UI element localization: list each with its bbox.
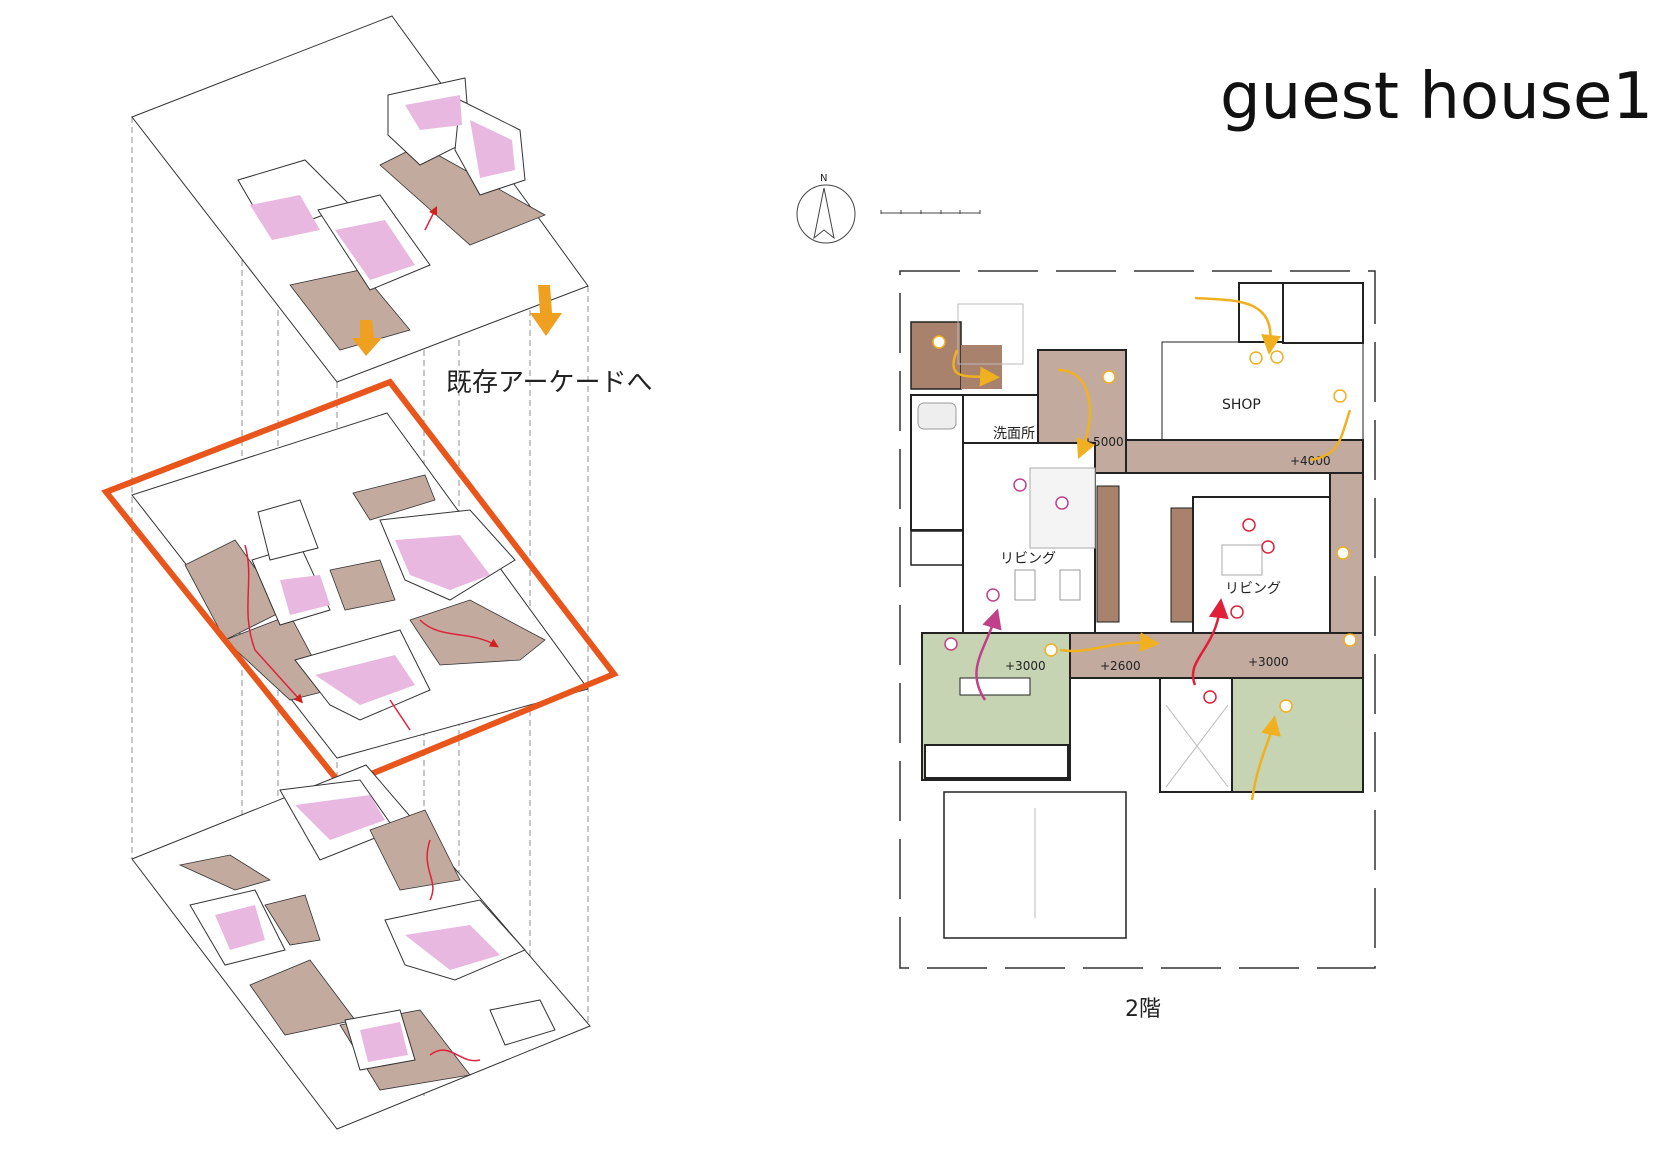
garden-right xyxy=(1231,677,1364,793)
person-icon xyxy=(1203,518,1275,704)
room-label-shop: SHOP xyxy=(1222,397,1261,413)
circulation-arrows xyxy=(952,296,1352,801)
scale-bar xyxy=(880,210,981,214)
orange-arrow-icon xyxy=(352,285,562,356)
level-corridor-right: +3000 xyxy=(1248,655,1289,669)
arcade-annotation: 既存アーケードへ xyxy=(446,368,652,398)
axo-layer-3f xyxy=(131,15,589,383)
corridor-south xyxy=(1069,632,1364,679)
room-label-living-left: リビング xyxy=(1000,551,1056,567)
axonometric-diagram: 既存アーケードへ xyxy=(101,15,652,1130)
wood-strip xyxy=(1096,485,1120,623)
page-title: guest house1 xyxy=(1220,60,1653,134)
floor-label: 2階 xyxy=(1125,997,1161,1022)
level-corridor-mid: +2600 xyxy=(1100,659,1141,673)
floor-plan-2f: SHOP 洗面所 リビング リビング +5000 +4000 xyxy=(899,270,1376,1022)
stair-void xyxy=(1159,677,1233,793)
axo-layer-2f xyxy=(131,412,589,759)
room-label-washroom: 洗面所 xyxy=(993,426,1035,442)
person-icon xyxy=(932,335,1357,713)
level-stair-hall: +5000 xyxy=(1083,435,1124,449)
site-boundary xyxy=(899,270,1376,969)
axo-layer-1f xyxy=(131,764,591,1130)
person-icon xyxy=(944,478,1069,651)
wood-deck xyxy=(910,321,962,390)
level-green-left: +3000 xyxy=(1005,659,1046,673)
north-arrow-icon: N xyxy=(796,173,856,244)
north-label: N xyxy=(820,173,827,184)
room-label-living-right: リビング xyxy=(1225,581,1281,597)
wood-strip xyxy=(1170,507,1194,623)
